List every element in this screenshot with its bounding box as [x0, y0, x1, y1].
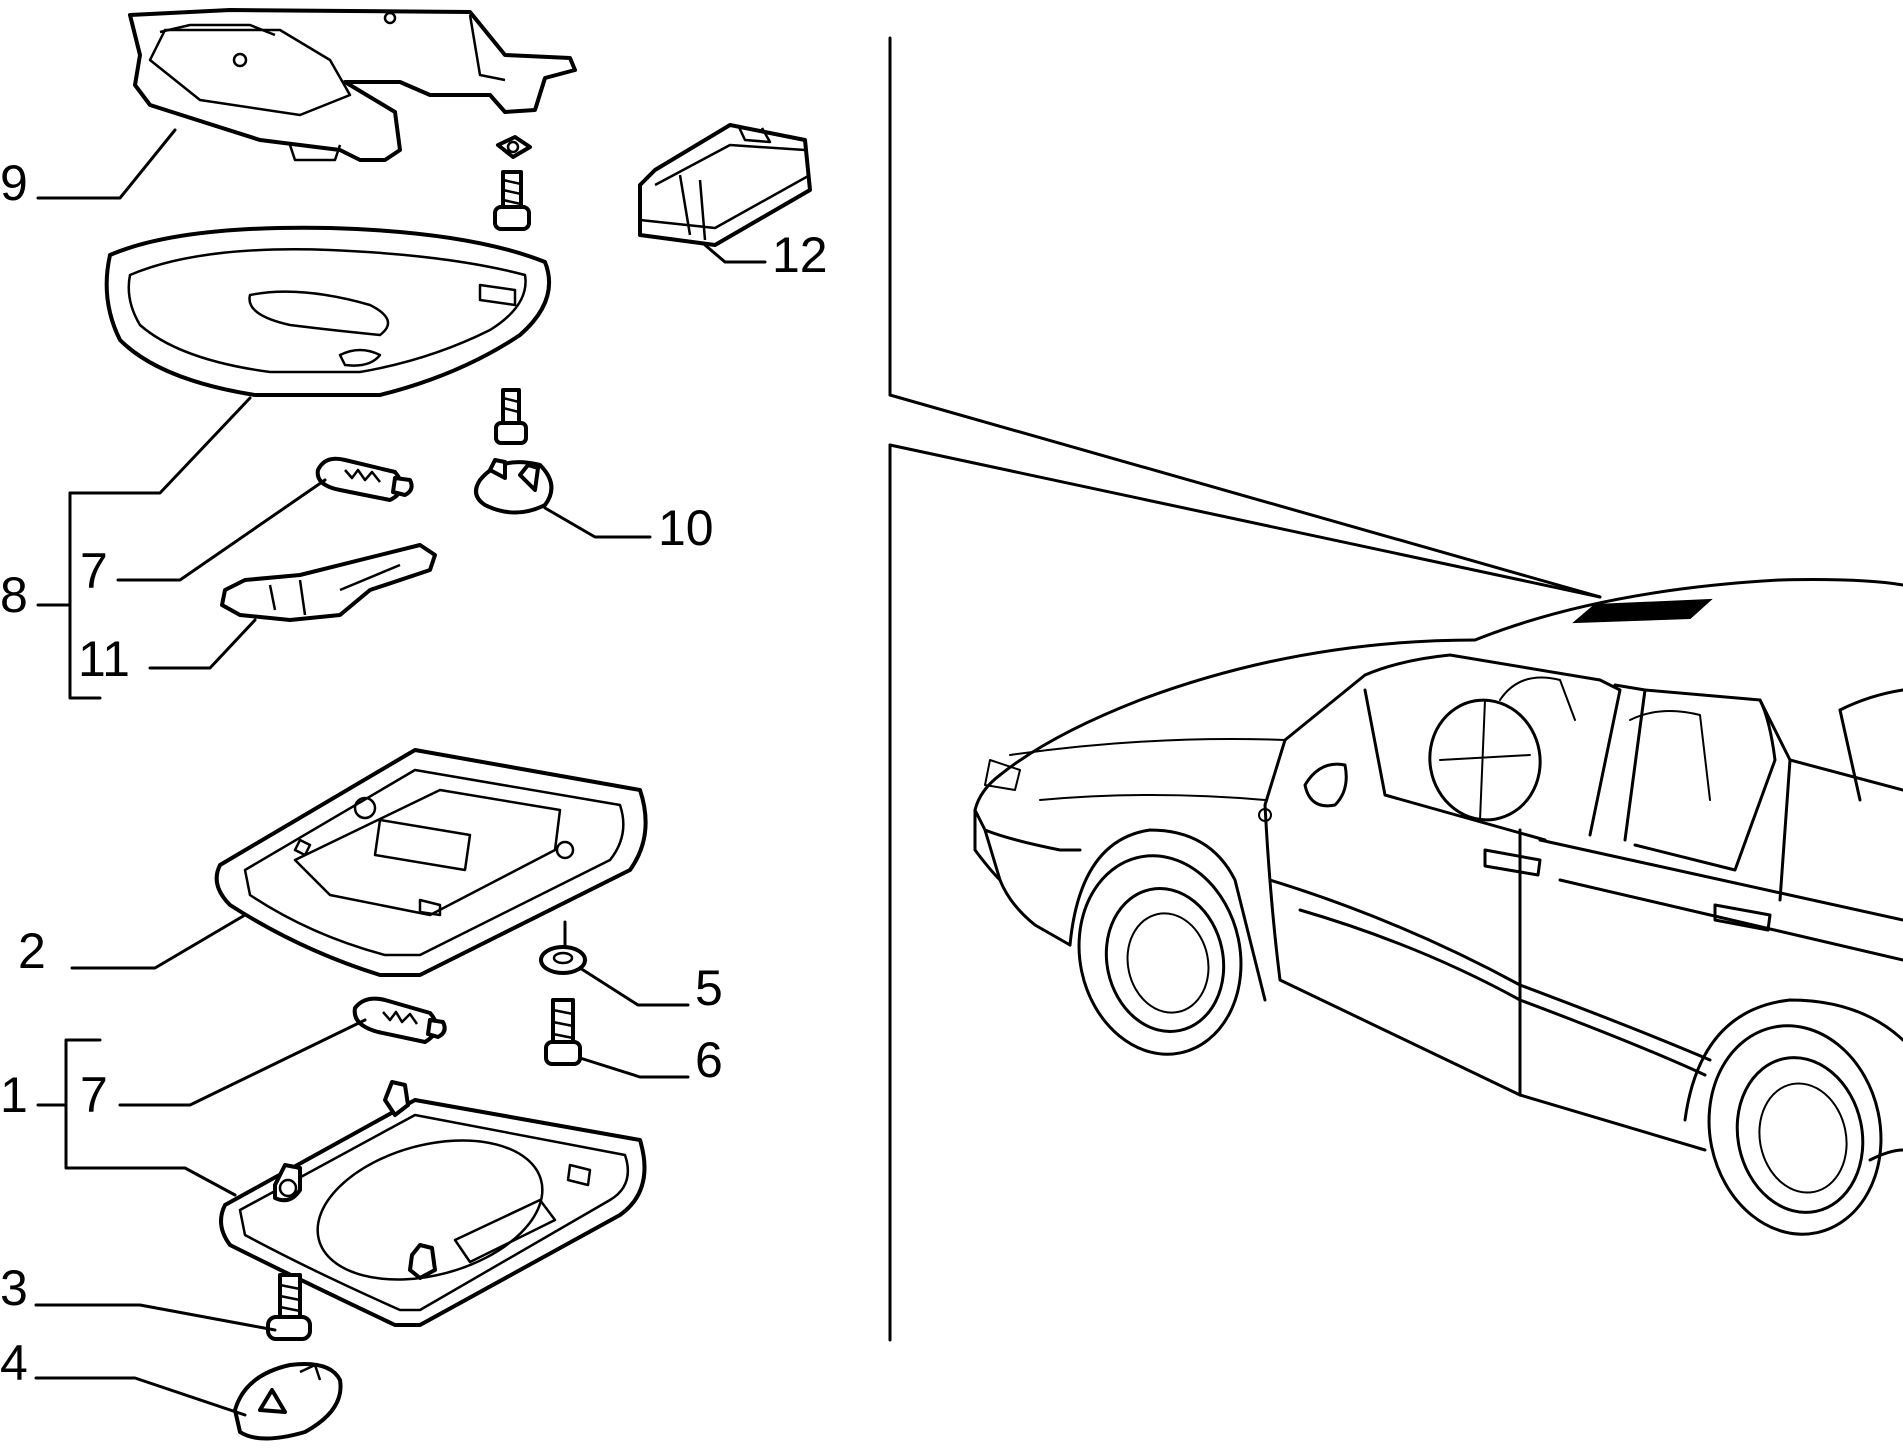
callout-3: 3: [0, 1260, 28, 1316]
callout-12: 12: [772, 227, 828, 283]
part-12-bracket: [638, 123, 812, 247]
part-7-bulb-upper: [315, 456, 414, 502]
part-5-washer: [539, 945, 587, 975]
roof-lamp-location: [1572, 598, 1713, 624]
part-10-clip: [474, 458, 554, 515]
callout-10: 10: [658, 500, 714, 556]
callout-2: 2: [18, 923, 46, 979]
part-4-cap: [233, 1362, 343, 1441]
callout-9: 9: [0, 155, 28, 211]
part-8-tray: [104, 225, 552, 397]
leader-lines: [34, 128, 767, 1417]
callout-7-upper: 7: [80, 543, 108, 599]
part-1-lens: [219, 1080, 647, 1327]
callout-1: 1: [0, 1067, 28, 1123]
part-2-frame: [214, 748, 648, 977]
screw-upper: [493, 170, 531, 231]
callout-11: 11: [78, 631, 130, 687]
car-illustration: [973, 578, 1903, 1236]
part-11-switch: [220, 543, 437, 622]
callout-7-lower: 7: [80, 1067, 108, 1123]
part-6-screw: [544, 998, 582, 1066]
callout-8: 8: [0, 567, 28, 623]
screw-mid: [494, 388, 528, 445]
callout-labels: 9 12 10 8 7 11 2 5 6 1 7 3 4: [0, 155, 828, 1391]
callout-4: 4: [0, 1335, 28, 1391]
callout-5: 5: [695, 960, 723, 1016]
callout-6: 6: [695, 1032, 723, 1088]
part-7-bulb-lower: [352, 996, 447, 1044]
zoom-indicator: [888, 36, 1602, 1342]
part-9-housing: [128, 8, 577, 162]
nut-upper: [496, 135, 532, 159]
